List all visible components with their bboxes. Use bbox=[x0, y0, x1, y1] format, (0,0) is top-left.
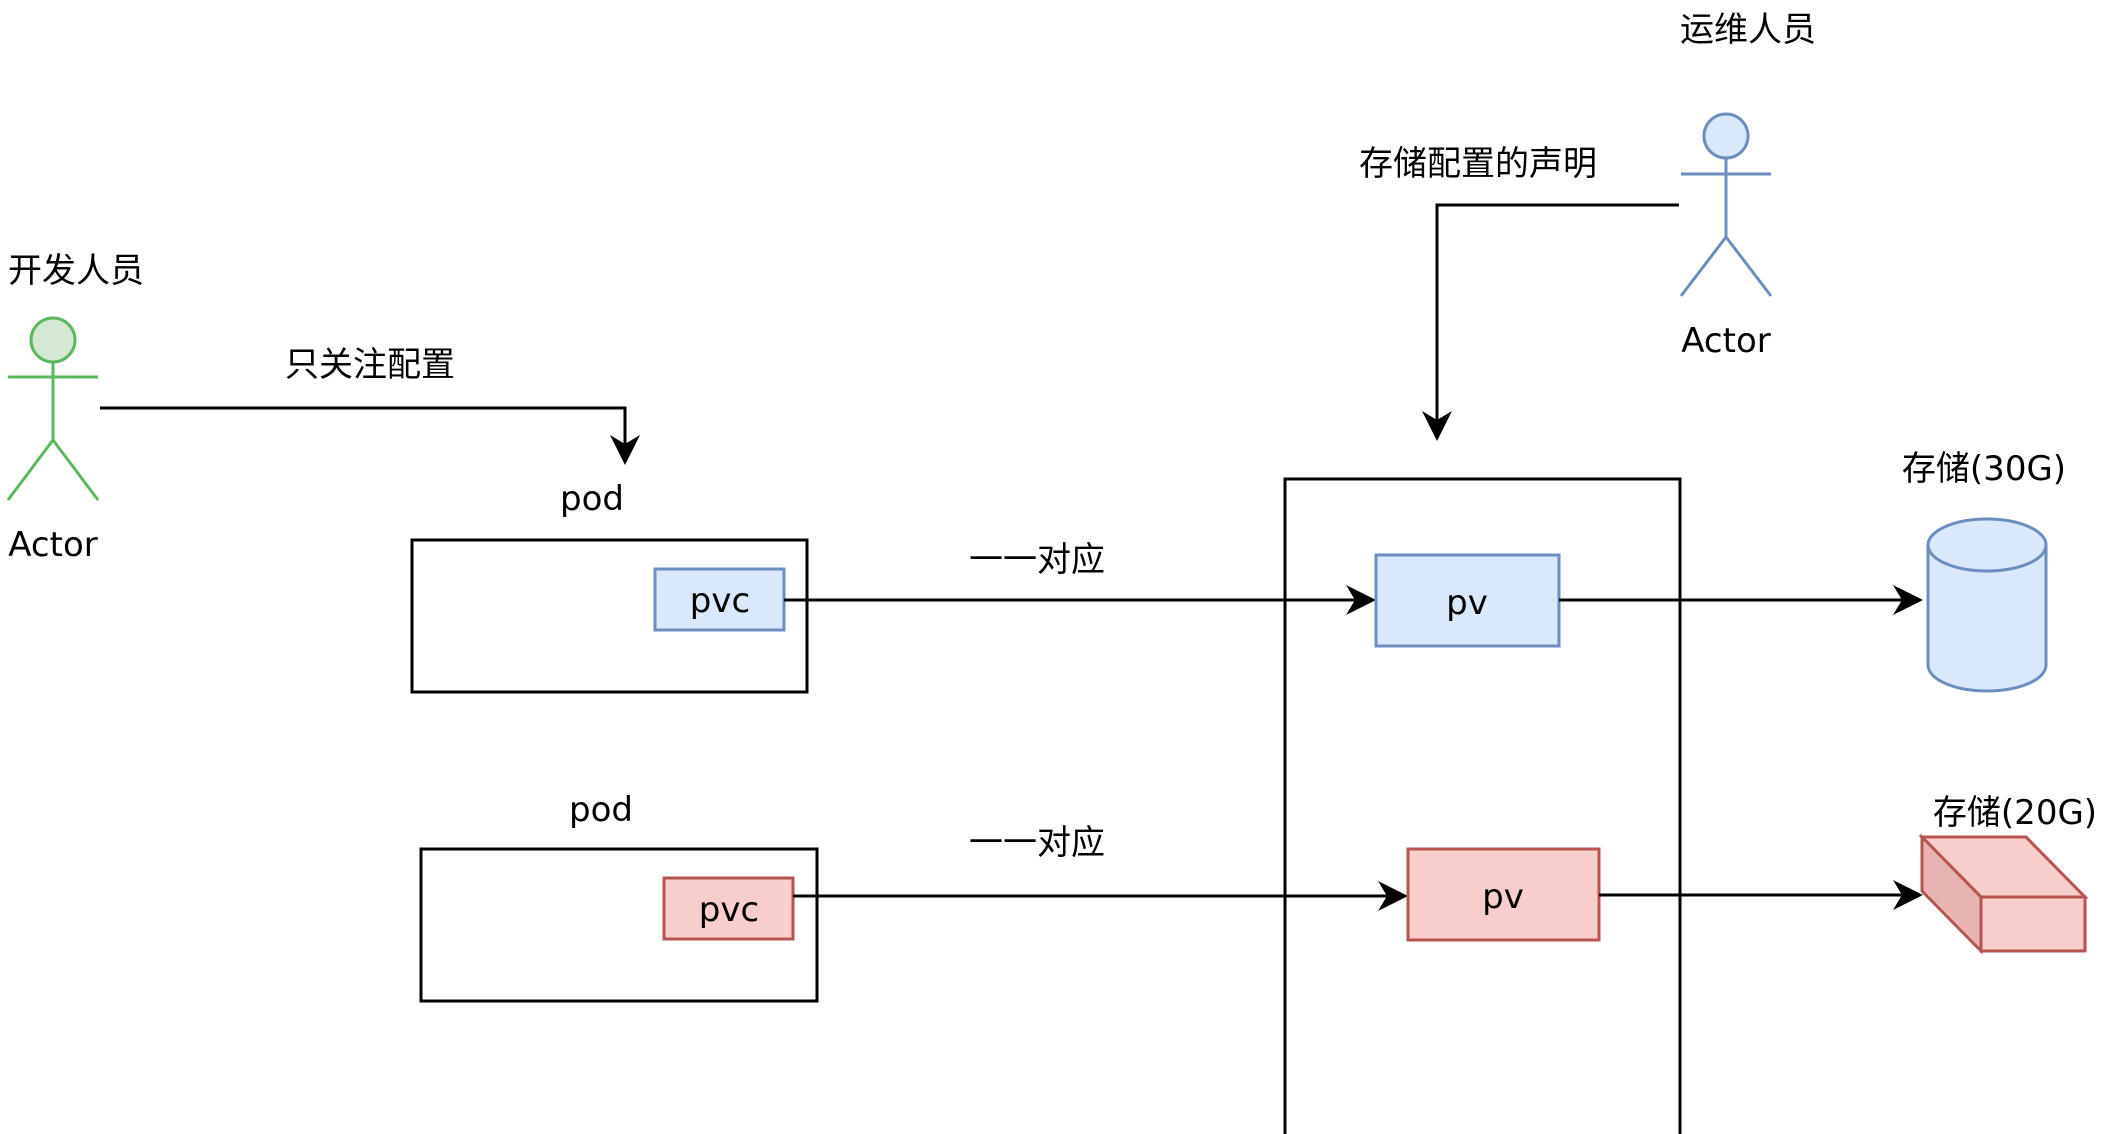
pv-box[interactable] bbox=[1374, 553, 1561, 648]
storage-label: 存储(30G) bbox=[1902, 449, 2066, 489]
pod-title: pod bbox=[569, 790, 633, 830]
pv-box[interactable] bbox=[1406, 847, 1601, 942]
developer-to-pod-arrow bbox=[100, 406, 640, 465]
pvc-box[interactable] bbox=[653, 567, 786, 632]
storage-label: 存储(20G) bbox=[1933, 793, 2097, 833]
developer-role-label: 开发人员 bbox=[8, 251, 144, 291]
ops-actor-caption: Actor bbox=[1681, 321, 1770, 361]
pv-label: pv bbox=[1482, 877, 1524, 917]
developer-actor-caption: Actor bbox=[8, 525, 97, 565]
mapping-label: 一一对应 bbox=[969, 823, 1105, 863]
pvc-label: pvc bbox=[699, 890, 759, 930]
pvc-label: pvc bbox=[690, 581, 750, 621]
ops-edge-label: 存储配置的声明 bbox=[1359, 144, 1597, 184]
pod-title: pod bbox=[560, 479, 624, 519]
developer-actor-icon bbox=[6, 316, 100, 501]
cylinder-icon[interactable] bbox=[1926, 517, 2048, 693]
ops-role-label: 运维人员 bbox=[1680, 10, 1816, 50]
ops-to-pv-container-arrow bbox=[1422, 203, 1679, 441]
pv-label: pv bbox=[1446, 583, 1488, 623]
developer-edge-label: 只关注配置 bbox=[285, 345, 455, 385]
cube-icon[interactable] bbox=[1918, 833, 2089, 955]
mapping-label: 一一对应 bbox=[969, 540, 1105, 580]
ops-actor-icon bbox=[1679, 112, 1773, 297]
pvc-box[interactable] bbox=[662, 876, 795, 941]
